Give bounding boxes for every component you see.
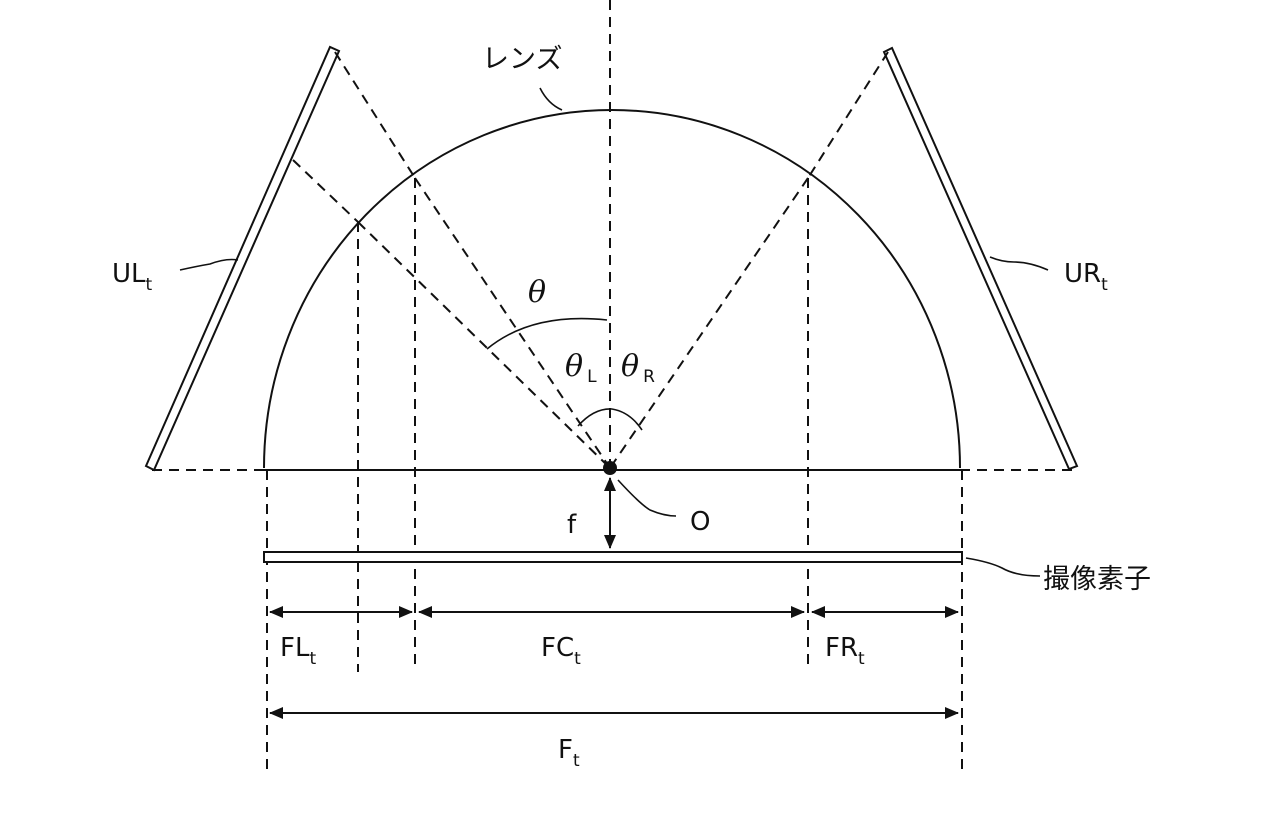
image-sensor <box>264 552 962 562</box>
fc-label: FCt <box>541 633 581 669</box>
plane-ur <box>884 48 1077 469</box>
theta-arc <box>487 319 607 349</box>
ul-label: ULt <box>112 259 153 295</box>
fl-label: FLt <box>280 633 316 669</box>
ray-right-to-center <box>610 178 808 468</box>
lens-label: レンズ <box>482 44 562 75</box>
origin-leader <box>618 480 676 516</box>
theta-l-arc <box>578 409 612 426</box>
ur-label: URt <box>1064 259 1108 295</box>
lens-arc <box>264 110 960 468</box>
fr-label: FRt <box>825 633 865 669</box>
theta-r-arc <box>612 409 642 430</box>
ray-left-steep <box>415 178 610 468</box>
theta-l-label: θL <box>565 349 597 387</box>
ray-ul-top <box>335 52 415 178</box>
theta-r-label: θR <box>621 349 655 387</box>
plane-ul <box>146 47 339 470</box>
sensor-label: 撮像素子 <box>1043 564 1151 595</box>
ray-ur-top <box>808 52 888 178</box>
ul-leader <box>180 260 238 271</box>
focal-label: f <box>567 510 577 540</box>
ray-ul-mid <box>293 160 358 222</box>
origin-point <box>603 461 617 475</box>
theta-label: θ <box>528 275 546 310</box>
ft-label: Ft <box>558 735 580 771</box>
sensor-leader <box>966 558 1040 576</box>
ray-left-to-center <box>358 222 610 468</box>
lens-leader <box>540 88 562 110</box>
ur-leader <box>990 257 1048 270</box>
origin-label: O <box>690 507 710 537</box>
